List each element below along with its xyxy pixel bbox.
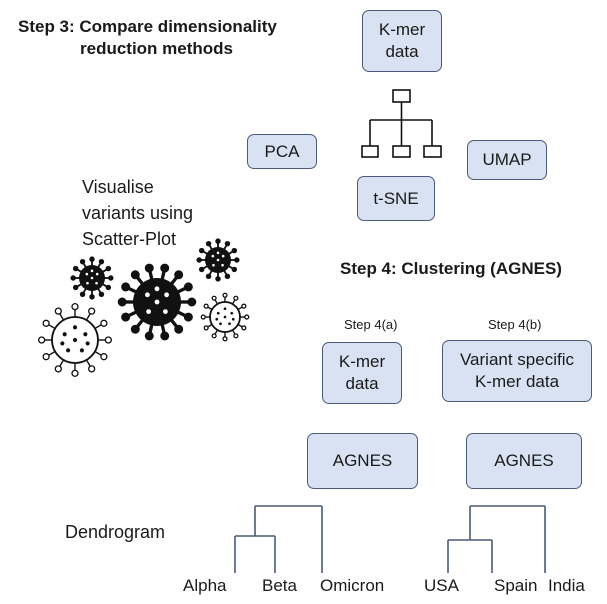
kmer-data-box-top-line2: data: [385, 42, 419, 61]
leaf-alpha: Alpha: [183, 576, 227, 595]
visualise-line3: Scatter-Plot: [82, 229, 177, 249]
variant-kmer-box-4b-line1: Variant specific: [459, 350, 574, 369]
pca-label: PCA: [264, 141, 300, 161]
dendrogram-label: Dendrogram: [65, 522, 166, 542]
virus-icon: [117, 263, 197, 341]
step3-title-line1: Step 3: Compare dimensionality: [18, 17, 277, 36]
visualise-line1: Visualise: [82, 177, 154, 197]
pca-box: PCA: [247, 134, 317, 169]
variant-kmer-box-4b: Variant specific K-mer data: [442, 340, 592, 402]
leaf-omicron: Omicron: [320, 576, 385, 595]
leaf-india: India: [548, 576, 585, 595]
agnes-label-4b: AGNES: [494, 451, 554, 470]
agnes-label-4a: AGNES: [332, 451, 393, 470]
leaf-usa: USA: [424, 576, 459, 595]
virus-icon: [196, 238, 240, 282]
leaf-spain: Spain: [494, 576, 538, 595]
agnes-box-4a: AGNES: [307, 433, 418, 489]
variant-kmer-box-4b-line2: K-mer data: [474, 372, 560, 391]
kmer-data-box-top: K-mer data: [362, 10, 442, 72]
visualise-line2: variants using: [82, 203, 194, 223]
umap-box: UMAP: [467, 140, 547, 180]
kmer-data-box-top-line1: K-mer: [378, 20, 426, 39]
tsne-box: t-SNE: [357, 176, 435, 221]
dendrogram-right: [447, 505, 546, 573]
virus-icon: [38, 303, 112, 377]
umap-label: UMAP: [482, 150, 532, 169]
kmer-data-box-4a-line2: data: [345, 374, 379, 393]
agnes-box-4b: AGNES: [466, 433, 582, 489]
step4-title: Step 4: Clustering (AGNES): [340, 259, 562, 278]
step3-title-line2: reduction methods: [80, 39, 234, 58]
virus-group: [38, 238, 250, 377]
leaf-beta: Beta: [262, 576, 297, 595]
visualise-caption: Visualise variants using Scatter-Plot: [82, 174, 242, 252]
step4b-label: Step 4(b): [488, 317, 542, 332]
kmer-data-box-4a: K-mer data: [322, 342, 402, 404]
tsne-label: t-SNE: [373, 188, 419, 208]
step3-title: Step 3: Compare dimensionality reduction…: [18, 16, 348, 60]
step4a-label: Step 4(a): [344, 317, 398, 332]
hierarchy-icon: [361, 89, 442, 158]
dendrogram-left: [234, 505, 323, 573]
virus-icon: [200, 292, 250, 342]
kmer-data-box-4a-line1: K-mer: [338, 352, 386, 371]
virus-icon: [70, 256, 114, 300]
